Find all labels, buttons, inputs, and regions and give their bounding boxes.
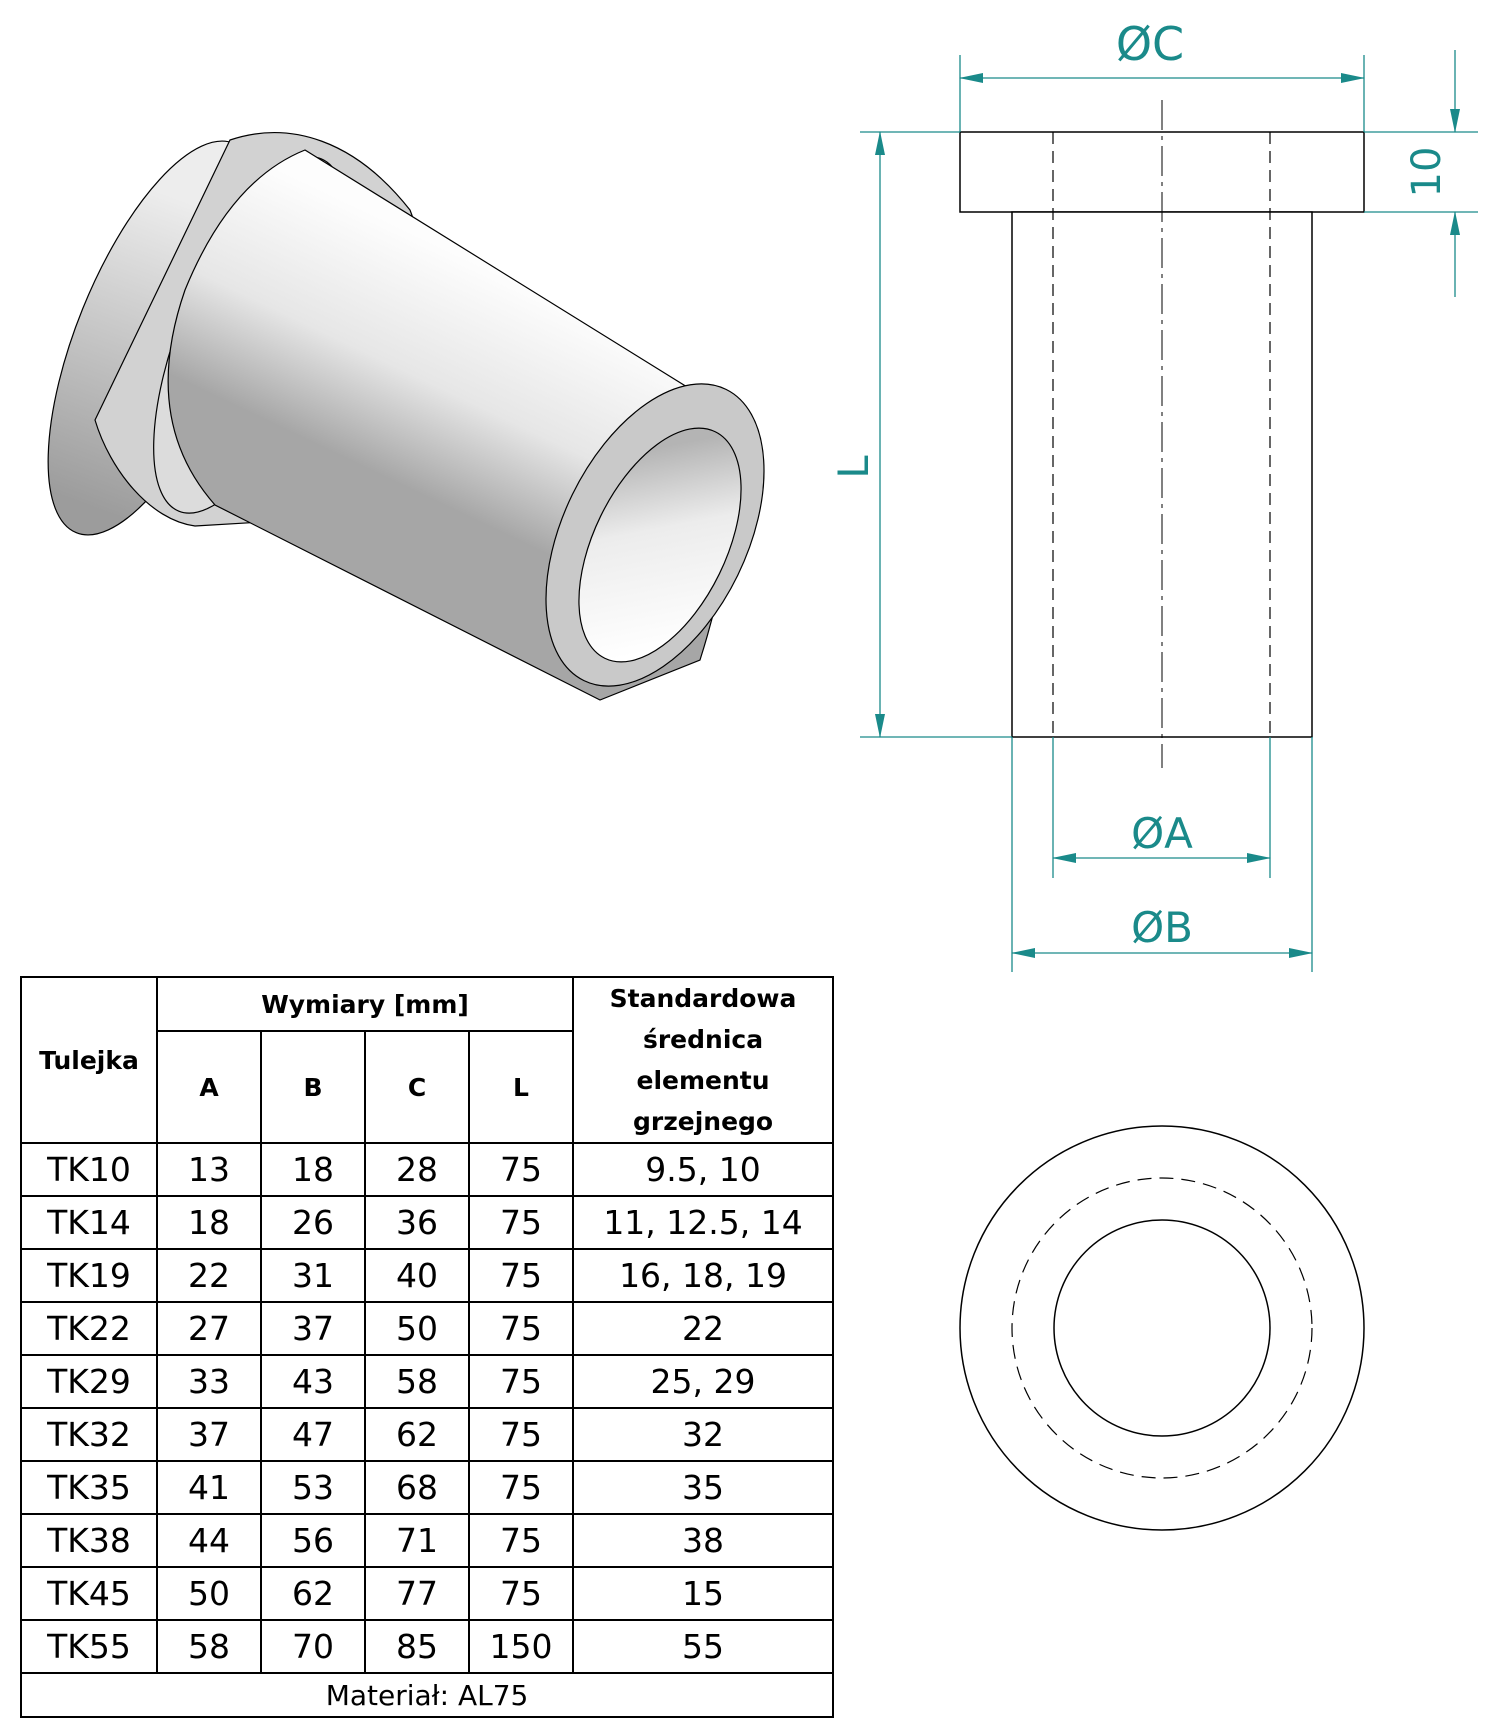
table-cell-l: 75 [467, 1301, 575, 1356]
dimension-lines [860, 50, 1478, 972]
dim-label-l: L [829, 455, 878, 479]
table-cell-std: 9.5, 10 [572, 1142, 835, 1197]
table-cell-std: 32 [572, 1407, 835, 1462]
table-cell-name: TK45 [20, 1566, 158, 1621]
table-cell-b: 26 [260, 1195, 366, 1250]
header-std-line-1: Standardowa [609, 984, 797, 1013]
table-cell-b: 31 [260, 1248, 366, 1303]
header-tulejka: Tulejka [20, 976, 158, 1144]
table-cell-b: 37 [260, 1301, 366, 1356]
header-std-line-3: grzejnego [632, 1107, 774, 1136]
table-cell-a: 22 [156, 1248, 262, 1303]
table-cell-std: 15 [572, 1566, 835, 1621]
table-cell-name: TK10 [20, 1142, 158, 1197]
table-cell-b: 47 [260, 1407, 366, 1462]
table-cell-l: 75 [467, 1407, 575, 1462]
table-cell-std: 22 [572, 1301, 835, 1356]
table-cell-std: 25, 29 [572, 1354, 835, 1409]
table-cell-c: 36 [364, 1195, 470, 1250]
table-cell-b: 43 [260, 1354, 366, 1409]
dim-label-b: ØB [1131, 903, 1193, 952]
dim-label-a: ØA [1131, 809, 1193, 858]
table-cell-l: 75 [467, 1195, 575, 1250]
table-cell-c: 68 [364, 1460, 470, 1515]
table-cell-b: 53 [260, 1460, 366, 1515]
table-cell-a: 27 [156, 1301, 262, 1356]
table-cell-l: 150 [467, 1619, 575, 1674]
table-cell-name: TK19 [20, 1248, 158, 1303]
table-cell-name: TK22 [20, 1301, 158, 1356]
header-wymiary: Wymiary [mm] [155, 975, 575, 1033]
table-cell-b: 70 [260, 1619, 366, 1674]
table-cell-l: 75 [467, 1460, 575, 1515]
table-cell-c: 85 [364, 1619, 470, 1674]
header-a: A [156, 1030, 262, 1144]
technical-drawing: ØC 10 L ØA ØB [47, 17, 1478, 972]
table-cell-name: TK29 [20, 1354, 158, 1409]
table-cell-a: 41 [156, 1460, 262, 1515]
header-c: C [364, 1030, 470, 1144]
header-b: B [260, 1030, 366, 1144]
table-cell-b: 18 [260, 1142, 366, 1197]
table-cell-std: 16, 18, 19 [572, 1248, 835, 1303]
dimensions-table: Tulejka Wymiary [mm] Standardowa średnic… [19, 975, 835, 1718]
table-cell-c: 62 [364, 1407, 470, 1462]
isometric-bushing-view [47, 132, 765, 701]
table-cell-b: 56 [260, 1513, 366, 1568]
end-view-bore-circle [1053, 1219, 1271, 1437]
table-cell-c: 71 [364, 1513, 470, 1568]
table-cell-l: 75 [467, 1566, 575, 1621]
side-elevation-view [959, 100, 1365, 768]
table-cell-name: TK14 [20, 1195, 158, 1250]
table-cell-l: 75 [467, 1142, 575, 1197]
table-cell-c: 58 [364, 1354, 470, 1409]
table-cell-std: 35 [572, 1460, 835, 1515]
table-cell-a: 50 [156, 1566, 262, 1621]
table-cell-l: 75 [467, 1513, 575, 1568]
table-cell-b: 62 [260, 1566, 366, 1621]
table-cell-c: 50 [364, 1301, 470, 1356]
table-cell-a: 18 [156, 1195, 262, 1250]
table-cell-name: TK35 [20, 1460, 158, 1515]
table-cell-c: 28 [364, 1142, 470, 1197]
table-cell-std: 38 [572, 1513, 835, 1568]
table-cell-l: 75 [467, 1354, 575, 1409]
dim-label-10: 10 [1404, 147, 1450, 198]
table-cell-a: 13 [156, 1142, 262, 1197]
header-standard-diameter: Standardowa średnica elementu grzejnego [572, 976, 835, 1144]
table-cell-c: 77 [364, 1566, 470, 1621]
material-note: Materiał: AL75 [19, 1672, 835, 1718]
header-l: L [467, 1030, 575, 1144]
table-cell-a: 37 [156, 1407, 262, 1462]
table-cell-c: 40 [364, 1248, 470, 1303]
end-view [959, 1125, 1365, 1531]
table-cell-a: 58 [156, 1619, 262, 1674]
table-cell-std: 11, 12.5, 14 [572, 1195, 835, 1250]
end-view-outer-circle [959, 1125, 1365, 1531]
end-view-hidden-circle [1011, 1177, 1313, 1479]
table-cell-l: 75 [467, 1248, 575, 1303]
table-cell-a: 44 [156, 1513, 262, 1568]
table-cell-std: 55 [572, 1619, 835, 1674]
table-cell-name: TK55 [20, 1619, 158, 1674]
tube-bore [578, 427, 742, 663]
table-cell-name: TK38 [20, 1513, 158, 1568]
header-std-line-2: średnica elementu [636, 1025, 770, 1095]
table-cell-a: 33 [156, 1354, 262, 1409]
dim-label-c: ØC [1116, 17, 1184, 71]
table-cell-name: TK32 [20, 1407, 158, 1462]
